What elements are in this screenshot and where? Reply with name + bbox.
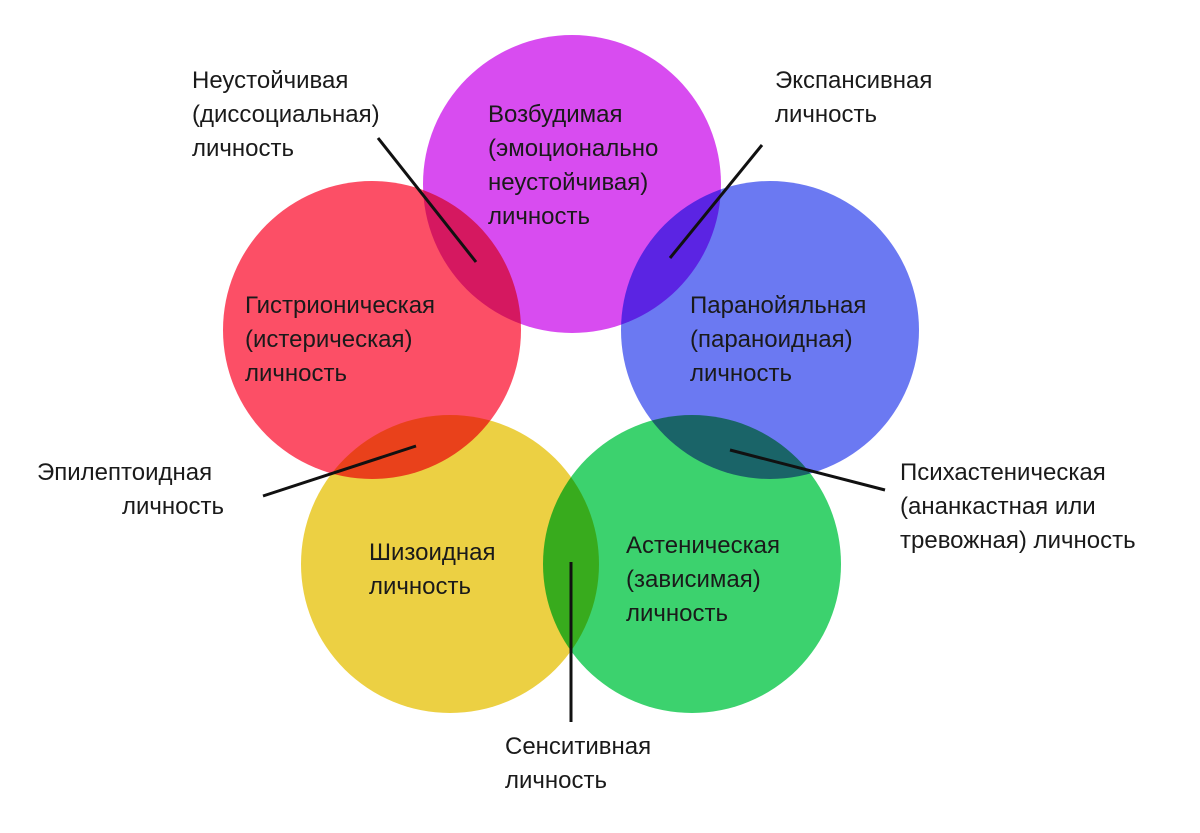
label-line: Паранойяльная <box>690 292 866 319</box>
leader-line-epileptoid <box>262 444 417 498</box>
circle-paranoid <box>621 181 919 479</box>
label-line: Неустойчивая <box>192 67 348 94</box>
label-asthenic: Астеническая (зависимая) личность <box>626 532 787 627</box>
label-line: Экспансивная <box>775 67 932 94</box>
overlap-labels: Неустойчивая (диссоциальная) личность Эк… <box>37 67 1136 794</box>
circles-layer <box>223 35 919 713</box>
label-line: личность <box>690 360 792 387</box>
label-line: личность <box>505 767 607 794</box>
leader-line-psychasthenic <box>729 448 886 492</box>
circle-histrionic <box>223 181 521 479</box>
label-line: личность <box>775 101 877 128</box>
label-line: тревожная) личность <box>900 527 1136 554</box>
label-line: (истерическая) <box>245 326 412 353</box>
label-line: Эпилептоидная <box>37 459 212 486</box>
label-line: личность <box>122 493 224 520</box>
label-line: Психастеническая <box>900 459 1106 486</box>
leader-line-expansive <box>668 144 764 259</box>
circle-schizoid <box>301 415 599 713</box>
label-sensitive: Сенситивная личность <box>505 733 658 794</box>
leader-line-unstable <box>376 137 478 263</box>
label-line: (ананкастная или <box>900 493 1096 520</box>
label-line: личность <box>488 203 590 230</box>
label-line: (эмоционально <box>488 135 658 162</box>
label-line: личность <box>245 360 347 387</box>
label-line: Астеническая <box>626 532 780 559</box>
circle-labels: Возбудимая (эмоционально неустойчивая) л… <box>245 101 873 627</box>
label-line: Возбудимая <box>488 101 623 128</box>
label-line: (зависимая) <box>626 566 761 593</box>
label-line: (диссоциальная) <box>192 101 380 128</box>
label-line: личность <box>369 573 471 600</box>
label-expansive: Экспансивная личность <box>775 67 939 128</box>
label-schizoid: Шизоидная личность <box>369 539 502 600</box>
label-line: личность <box>626 600 728 627</box>
label-histrionic: Гистрионическая (истерическая) личность <box>245 292 442 387</box>
label-psychasthenic: Психастеническая (ананкастная или тревож… <box>900 459 1136 554</box>
label-line: Шизоидная <box>369 539 496 566</box>
label-excitable: Возбудимая (эмоционально неустойчивая) л… <box>488 101 665 230</box>
label-paranoid: Паранойяльная (параноидная) личность <box>690 292 873 387</box>
label-epileptoid: Эпилептоидная личность <box>37 459 224 520</box>
label-line: Сенситивная <box>505 733 651 760</box>
leader-lines <box>262 137 886 722</box>
label-line: Гистрионическая <box>245 292 435 319</box>
label-unstable: Неустойчивая (диссоциальная) личность <box>192 67 386 162</box>
label-line: неустойчивая) <box>488 169 648 196</box>
circle-asthenic <box>543 415 841 713</box>
label-line: личность <box>192 135 294 162</box>
label-line: (параноидная) <box>690 326 853 353</box>
